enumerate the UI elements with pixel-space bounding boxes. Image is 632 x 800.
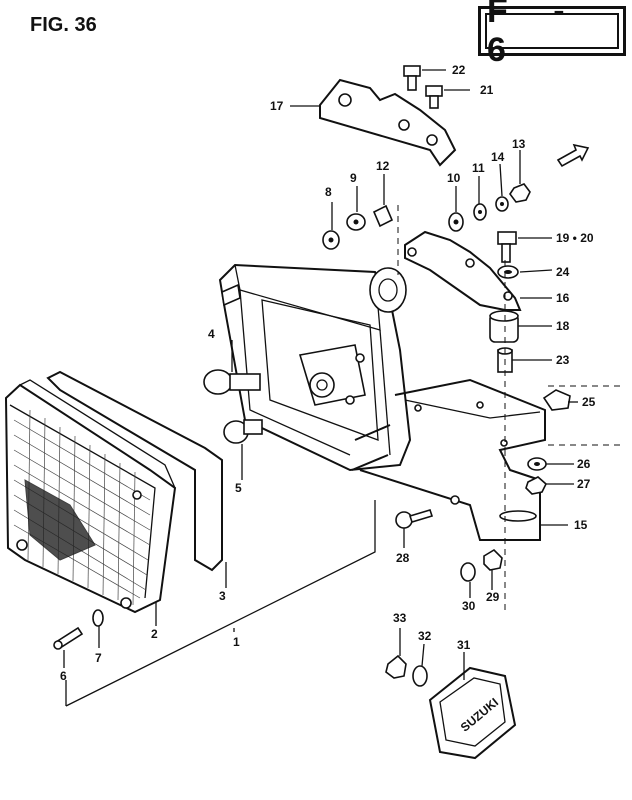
screw-28	[395, 509, 434, 529]
nut-27	[525, 476, 547, 495]
callout-17: 17	[270, 99, 284, 113]
callout-16: 16	[556, 291, 570, 305]
mount-bracket	[404, 230, 522, 311]
callout-25: 25	[582, 395, 596, 409]
callout-14: 14	[491, 150, 505, 164]
callout-23: 23	[556, 353, 570, 367]
callout-5: 5	[235, 481, 242, 495]
callout-21: 21	[480, 83, 494, 97]
callout-6: 6	[60, 669, 67, 683]
callout-2: 2	[151, 627, 158, 641]
forward-arrow-icon	[556, 143, 590, 168]
callout-29: 29	[486, 590, 500, 604]
callout-18: 18	[556, 319, 570, 333]
nut-13	[509, 183, 531, 203]
callout-1: 1	[233, 635, 240, 649]
callout-32: 32	[418, 629, 432, 643]
callout-9: 9	[350, 171, 357, 185]
washer-7	[92, 609, 104, 627]
lockwasher-30	[460, 562, 476, 582]
washer-32	[412, 665, 428, 687]
callout-4: 4	[208, 327, 215, 341]
callout-33: 33	[393, 611, 407, 625]
callout-26: 26	[577, 457, 591, 471]
callout-27: 27	[577, 477, 591, 491]
callout-19-20: 19 • 20	[556, 231, 594, 245]
emblem-plate: SUZUKI	[428, 666, 517, 760]
bolt-22	[403, 65, 421, 91]
figure-label: FIG. 36	[30, 14, 97, 36]
callout-10: 10	[447, 171, 461, 185]
callout-24: 24	[556, 265, 570, 279]
callout-30: 30	[462, 599, 476, 613]
bolt-19-20	[497, 231, 517, 263]
screw-6	[53, 626, 84, 650]
callout-22: 22	[452, 63, 466, 77]
callout-13: 13	[512, 137, 526, 151]
leader-lines	[63, 69, 578, 680]
callout-31: 31	[457, 638, 471, 652]
callout-15: 15	[574, 518, 588, 532]
license-bracket	[359, 378, 546, 541]
callout-11: 11	[472, 161, 485, 175]
bulb-4	[203, 369, 261, 395]
collar-12	[372, 204, 394, 228]
callout-28: 28	[396, 551, 410, 565]
tail-lamp-lens	[4, 379, 177, 614]
grommet-25	[542, 389, 571, 411]
spacer-18	[489, 310, 519, 343]
nut-33	[385, 654, 407, 679]
lens-gasket	[46, 370, 223, 572]
bulb-5	[223, 419, 263, 444]
upper-bracket	[319, 78, 457, 167]
tail-lamp-housing	[218, 263, 412, 472]
callout-8: 8	[325, 185, 332, 199]
callout-7: 7	[95, 651, 102, 665]
bolt-21	[425, 85, 443, 109]
callout-3: 3	[219, 589, 226, 603]
nut-29	[483, 548, 503, 571]
emblem-text: SUZUKI	[458, 695, 501, 734]
callout-12: 12	[376, 159, 390, 173]
